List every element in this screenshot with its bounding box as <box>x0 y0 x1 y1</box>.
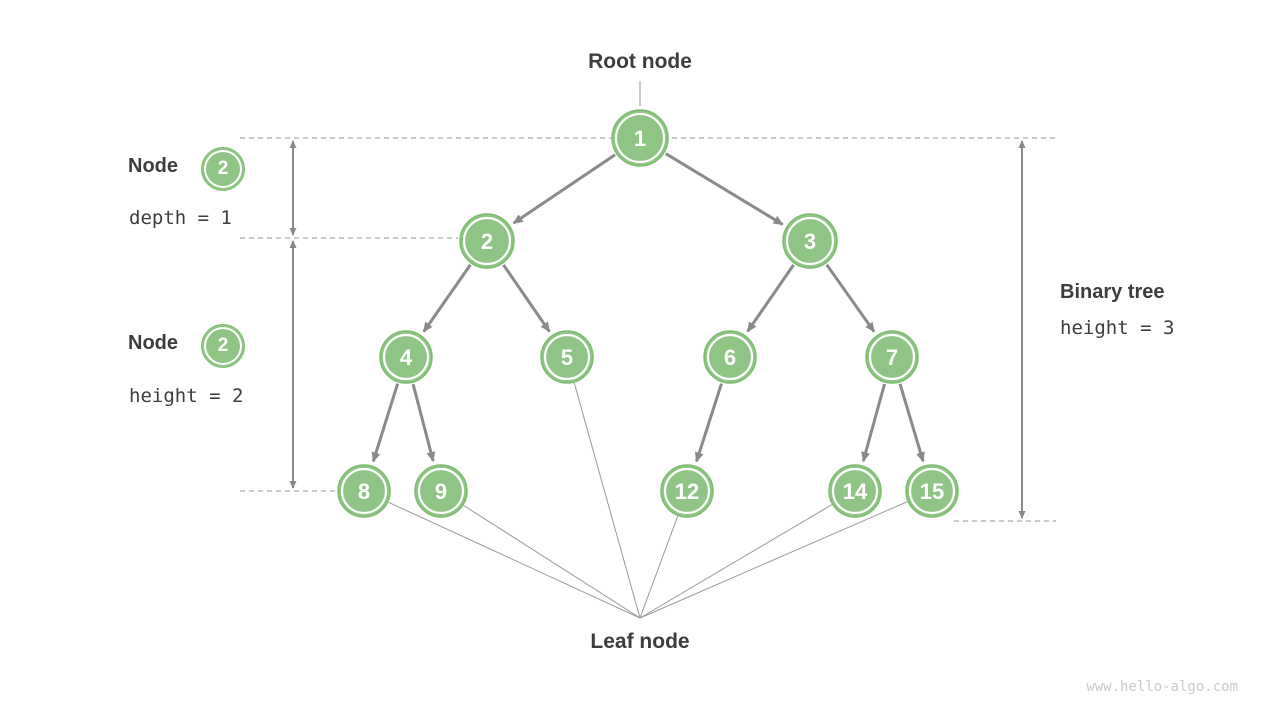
tree-node-value: 3 <box>804 229 816 254</box>
tree-node-14: 14 <box>828 464 882 518</box>
tree-node-6: 6 <box>703 330 757 384</box>
tree-node-5: 5 <box>540 330 594 384</box>
tree-node-3: 3 <box>782 213 838 269</box>
leaf-label-connector-line <box>463 505 641 619</box>
tree-node-value: 14 <box>843 479 868 504</box>
tree-edge-4-8 <box>371 383 400 463</box>
tree-node-value: 7 <box>886 345 898 370</box>
tree-node-value: 8 <box>358 479 370 504</box>
tree-node-value: 9 <box>435 479 447 504</box>
tree-edge-7-14 <box>861 383 886 463</box>
tree-node-8: 8 <box>337 464 391 518</box>
tree-node-1: 1 <box>611 109 669 167</box>
tree-node-value: 12 <box>675 479 699 504</box>
tree-edge-2-5 <box>502 264 551 333</box>
tree-node-7: 7 <box>865 330 919 384</box>
node-height-formula: height = 2 <box>129 385 244 407</box>
tree-node-value: 4 <box>400 345 413 370</box>
tree-edge-4-9 <box>411 383 436 462</box>
leaf-label-connector-line <box>639 501 908 619</box>
tree-edge-7-15 <box>898 383 925 463</box>
node-height-title: Node <box>128 332 178 354</box>
tree-node-value: 15 <box>920 479 944 504</box>
tree-edge-1-2 <box>512 153 616 225</box>
tree-edge-2-4 <box>422 263 472 333</box>
tree-node-4: 4 <box>379 330 433 384</box>
watermark: www.hello-algo.com <box>1086 679 1238 695</box>
tree-edge-3-6 <box>746 264 795 333</box>
leaf-node-label: Leaf node <box>590 630 690 653</box>
binary-tree-formula: height = 3 <box>1060 317 1175 339</box>
node-depth-badge: 2 <box>201 147 245 191</box>
tree-node-value: 1 <box>634 126 646 151</box>
root-node-label: Root node <box>588 50 692 73</box>
tree-node-2: 2 <box>459 213 515 269</box>
tree-node-value: 6 <box>724 345 736 370</box>
tree-edge-6-12 <box>694 383 723 463</box>
tree-node-value: 5 <box>561 345 573 370</box>
node-depth-formula: depth = 1 <box>129 207 232 229</box>
leaf-label-connector-line <box>388 501 641 619</box>
tree-node-12: 12 <box>660 464 714 518</box>
tree-edge-1-3 <box>664 152 784 226</box>
leaf-label-connector-line <box>639 504 833 619</box>
node-height-badge: 2 <box>201 324 245 368</box>
tree-node-9: 9 <box>414 464 468 518</box>
leaf-label-connector-line <box>639 516 679 619</box>
tree-node-value: 2 <box>481 229 493 254</box>
tree-node-15: 15 <box>905 464 959 518</box>
binary-tree-title: Binary tree <box>1060 281 1165 303</box>
tree-edge-3-7 <box>825 263 876 333</box>
node-depth-title: Node <box>128 155 178 177</box>
leaf-label-connector-line <box>573 382 641 619</box>
